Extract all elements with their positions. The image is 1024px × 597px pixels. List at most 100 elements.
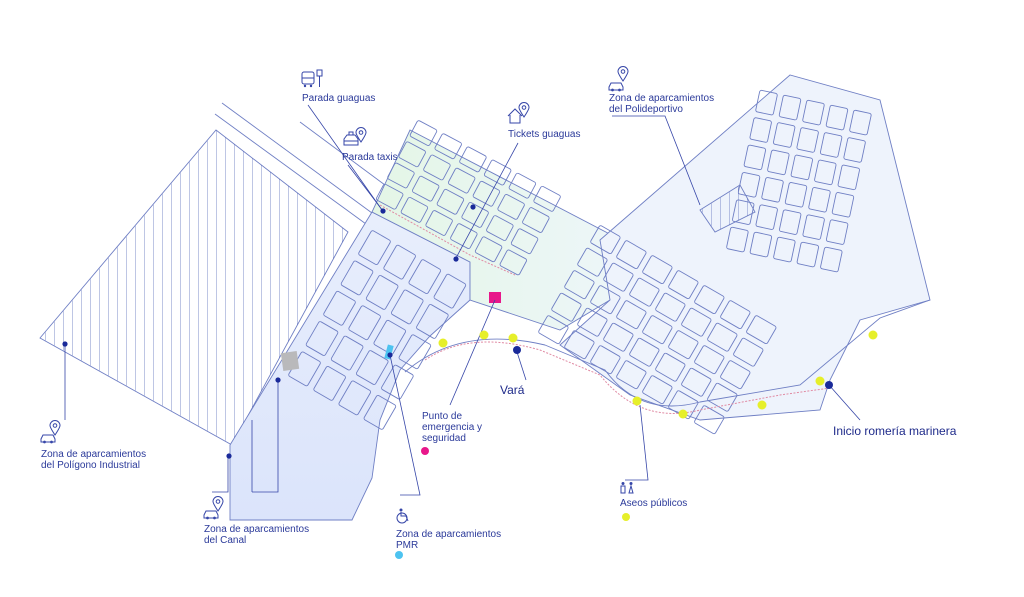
city-block [790, 154, 813, 181]
city-block [761, 177, 784, 203]
city-block [837, 164, 860, 191]
city-block [755, 89, 778, 116]
bus-stop-label: Parada guaguas [302, 93, 375, 104]
city-block [305, 321, 339, 356]
industrial-parking-zone [39, 129, 349, 446]
city-block [447, 167, 476, 194]
canal-label-line1: Zona de aparcamientos [204, 524, 309, 535]
city-block [510, 228, 539, 255]
city-block [356, 350, 389, 385]
city-block [655, 352, 686, 382]
emergency-spot [489, 292, 501, 303]
industrial-label-line1: Zona de aparcamientos [41, 449, 146, 460]
polideportivo-label-line1: Zona de aparcamientos [609, 93, 714, 104]
city-block [376, 183, 404, 210]
canal-label-line2: del Canal [204, 535, 246, 546]
taxi-stop-label: Parada taxis [342, 152, 398, 163]
city-block [387, 162, 415, 189]
city-block [398, 141, 426, 168]
city-block [398, 334, 432, 370]
city-block [743, 144, 767, 171]
city-block [409, 120, 438, 146]
city-block [433, 273, 467, 309]
city-block [694, 405, 725, 435]
city-block [400, 196, 429, 223]
location-pin-icon [518, 102, 530, 118]
city-block [737, 172, 761, 198]
city-block [340, 260, 374, 296]
city-block [707, 322, 738, 352]
location-pin-icon [49, 420, 61, 436]
polideportivo-label-line2: del Polideportivo [609, 104, 683, 115]
car-icon [203, 510, 219, 520]
city-block [533, 185, 561, 212]
location-pin-icon [617, 66, 629, 82]
city-block [590, 285, 621, 315]
city-block [681, 367, 712, 397]
city-block [755, 204, 778, 230]
city-block [796, 127, 819, 153]
leader-lines [64, 104, 861, 496]
city-block [423, 154, 451, 181]
emergency-label-line3: seguridad [422, 433, 466, 444]
city-block [694, 285, 725, 315]
city-block [522, 207, 550, 233]
city-block [323, 290, 356, 326]
city-block [802, 214, 825, 240]
city-block [773, 236, 796, 263]
city-block [358, 230, 391, 265]
city-block [474, 236, 503, 263]
city-block [497, 194, 525, 220]
city-block [819, 132, 843, 158]
city-block [749, 231, 773, 258]
city-block [363, 395, 397, 430]
city-block [472, 180, 501, 207]
city-block [642, 255, 673, 285]
pmr-label-line2: PMR [396, 540, 418, 551]
city-block [694, 345, 725, 375]
city-block [746, 315, 777, 345]
car-icon [608, 82, 624, 92]
city-block [732, 199, 755, 225]
city-block [483, 159, 512, 186]
city-block [820, 246, 843, 273]
toilet-icon [620, 482, 634, 494]
city-block [551, 292, 582, 322]
emergency-legend-dot [421, 447, 429, 455]
main-road [221, 102, 373, 214]
city-block [381, 364, 414, 400]
city-block [707, 382, 738, 412]
city-block [681, 307, 712, 337]
emergency-label-line1: Punto de [422, 411, 462, 422]
city-block [642, 375, 673, 405]
city-block [486, 215, 514, 241]
vara-label: Vará [500, 383, 525, 397]
city-block [784, 182, 808, 208]
city-block [538, 315, 569, 345]
city-block [590, 225, 621, 255]
grey-lot [280, 350, 300, 372]
city-block [348, 305, 381, 341]
city-block [564, 270, 595, 300]
city-blocks [288, 89, 872, 435]
city-block [461, 202, 489, 228]
city-block [450, 223, 478, 249]
city-block [720, 360, 751, 390]
industrial-label-line2: del Polígono Industrial [41, 460, 140, 471]
city-block [825, 104, 849, 131]
bus-tickets-label: Tickets guaguas [508, 129, 580, 140]
city-block [720, 300, 751, 330]
emergency-label-line2: emergencia y [422, 422, 482, 433]
city-block [726, 226, 749, 253]
city-block [808, 187, 831, 213]
pmr-spot [384, 344, 394, 360]
city-block [383, 244, 416, 280]
city-block [642, 315, 673, 345]
city-block [773, 122, 796, 148]
city-block [408, 259, 441, 294]
city-block [434, 133, 462, 160]
city-block [603, 322, 634, 352]
city-block [629, 277, 660, 307]
city-block [459, 146, 487, 173]
